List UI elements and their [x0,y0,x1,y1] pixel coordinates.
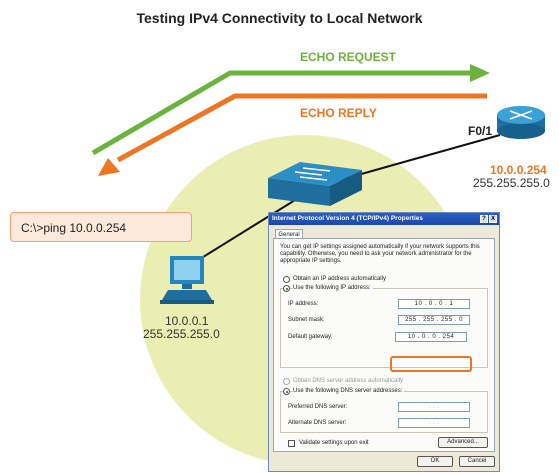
advanced-button[interactable]: Advanced... [438,437,488,448]
echo-reply-label: ECHO REPLY [300,106,377,120]
echo-request-arrow [91,70,475,156]
alternate-dns-label: Alternate DNS server: [288,420,347,426]
echo-reply-arrow [116,93,487,163]
pc-icon [160,256,214,304]
echo-request-label: ECHO REQUEST [300,50,397,64]
router-interface-label: F0/1 [468,124,493,138]
router-mask: 255.255.255.0 [473,176,550,190]
use-following-ip-label: Use the following IP address: [293,285,373,292]
use-following-dns-radio[interactable] [283,388,290,395]
cancel-button[interactable]: Cancel [459,456,495,467]
subnet-mask-field[interactable]: 255 . 255 . 255 . 0 [398,315,470,325]
echo-request-arrowhead [470,64,490,82]
default-gateway-label: Default gateway: [288,334,333,340]
link-pc-switch [194,196,301,263]
router-icon [497,106,545,139]
ping-command-text: C:\>ping 10.0.0.254 [21,221,127,235]
obtain-ip-auto-label: Obtain an IP address automatically [293,276,386,282]
echo-reply-arrowhead [98,158,120,176]
dialog-titlebar: Internet Protocol Version 4 (TCP/IPv4) P… [269,213,499,225]
tab-general[interactable]: General [275,229,303,239]
default-gateway-highlight [390,356,472,372]
subnet-mask-label: Subnet mask: [288,317,325,323]
alternate-dns-field[interactable]: . . . [398,418,470,428]
pc-mask: 255.255.255.0 [143,327,220,341]
description-text: You can get IP settings assigned automat… [280,244,480,264]
diagram-title: Testing IPv4 Connectivity to Local Netwo… [136,10,423,26]
router-ip: 10.0.0.254 [490,163,547,177]
validate-label: Validate settings upon exit [299,440,369,446]
pc-ip: 10.0.0.1 [165,314,209,328]
ip-address-field[interactable]: 10 . 0 . 0 . 1 [398,299,470,309]
ipv4-properties-dialog: Internet Protocol Version 4 (TCP/IPv4) P… [268,212,500,472]
preferred-dns-field[interactable]: . . . [398,402,470,412]
validate-checkbox[interactable] [288,440,295,447]
link-switch-router [339,134,501,181]
default-gateway-field[interactable]: 10 . 0 . 0 . 254 [395,332,467,342]
use-following-ip-radio[interactable] [283,285,290,292]
use-following-dns-label: Use the following DNS server addresses: [293,388,405,395]
help-button[interactable]: ? [480,215,488,223]
obtain-dns-auto-label: Obtain DNS server address automatically [293,378,404,384]
ok-button[interactable]: OK [417,456,453,467]
switch-icon [268,162,362,206]
dialog-title: Internet Protocol Version 4 (TCP/IPv4) P… [272,215,423,222]
obtain-ip-auto-radio[interactable] [283,276,290,283]
general-panel: You can get IP settings assigned automat… [273,238,495,452]
close-button[interactable]: X [489,215,497,223]
obtain-dns-auto-radio[interactable] [283,378,290,385]
ip-settings-group [280,288,488,368]
ping-command-box: C:\>ping 10.0.0.254 [10,212,192,242]
ip-address-label: IP address: [288,301,319,307]
preferred-dns-label: Preferred DNS server: [288,404,348,410]
